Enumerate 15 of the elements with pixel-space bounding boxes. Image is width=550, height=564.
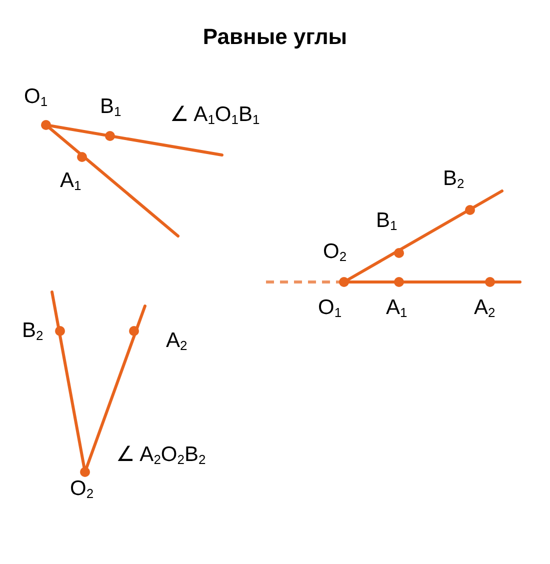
title: Равные углы — [202, 23, 348, 51]
point-label: O$_{2}$ — [323, 241, 347, 262]
point-label: ∠ A$_{2}$O$_{2}$B$_{2}$ — [116, 444, 206, 465]
point-label: ∠ A$_{1}$O$_{1}$B$_{1}$ — [170, 104, 260, 125]
point-label: O$_{2}$ — [70, 478, 94, 499]
point-label: B$_{1}$ — [100, 96, 122, 117]
point-label: A$_{2}$ — [474, 297, 496, 318]
point-label: B$_{2}$ — [443, 168, 464, 189]
point-label: B$_{2}$ — [22, 320, 44, 341]
point-label: A$_{1}$ — [386, 297, 408, 318]
point-label: O$_{1}$ — [318, 297, 342, 318]
point-label: O$_{1}$ — [24, 86, 48, 107]
point-label: A$_{2}$ — [166, 330, 188, 351]
point-label: A$_{1}$ — [60, 170, 82, 191]
point-label: B$_{1}$ — [376, 210, 398, 231]
